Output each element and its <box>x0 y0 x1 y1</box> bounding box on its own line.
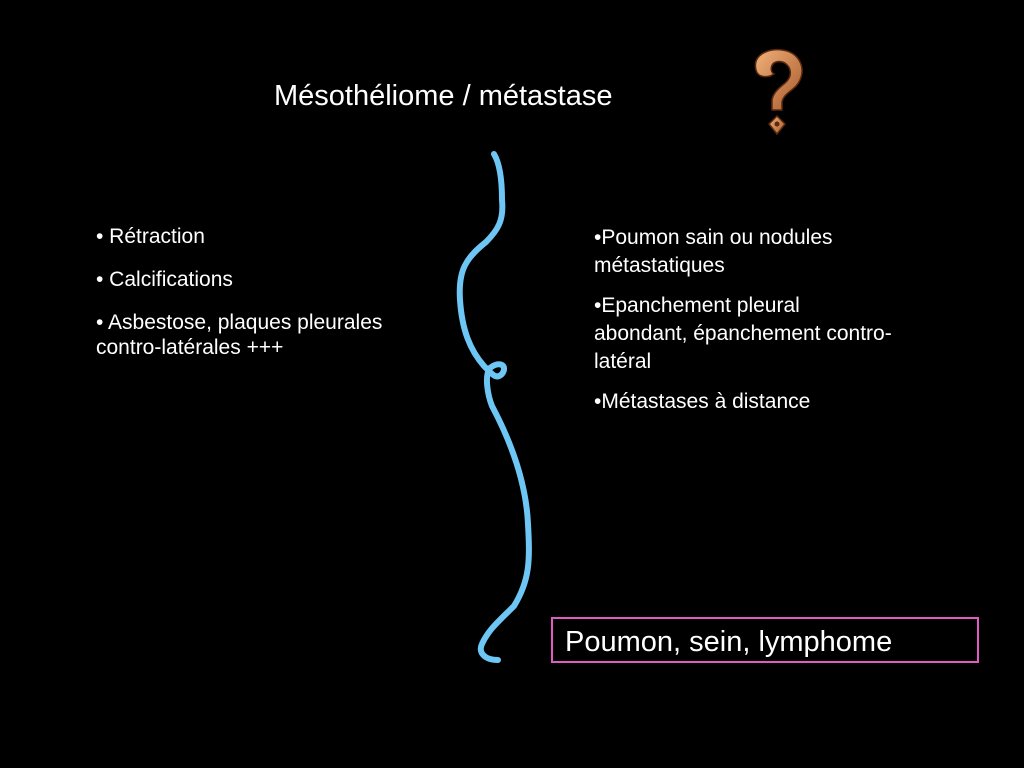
left-bullet-list: • Rétraction • Calcifications • Asbestos… <box>96 224 396 378</box>
left-list-item: • Asbestose, plaques pleurales contro-la… <box>96 311 383 359</box>
right-list-item: •Poumon sain ou nodules métastatiques <box>594 226 833 277</box>
right-list-item: •Epanchement pleural abondant, épancheme… <box>594 294 892 373</box>
brace-divider <box>456 151 532 663</box>
left-list-item: • Calcifications <box>96 268 233 291</box>
question-mark-icon <box>754 48 803 136</box>
slide-title: Mésothéliome / métastase <box>274 80 613 112</box>
right-list-item: •Métastases à distance <box>594 390 811 413</box>
left-list-item: • Rétraction <box>96 225 205 248</box>
right-bullet-list: •Poumon sain ou nodules métastatiques •E… <box>594 224 894 428</box>
highlight-box: Poumon, sein, lymphome <box>551 617 979 663</box>
